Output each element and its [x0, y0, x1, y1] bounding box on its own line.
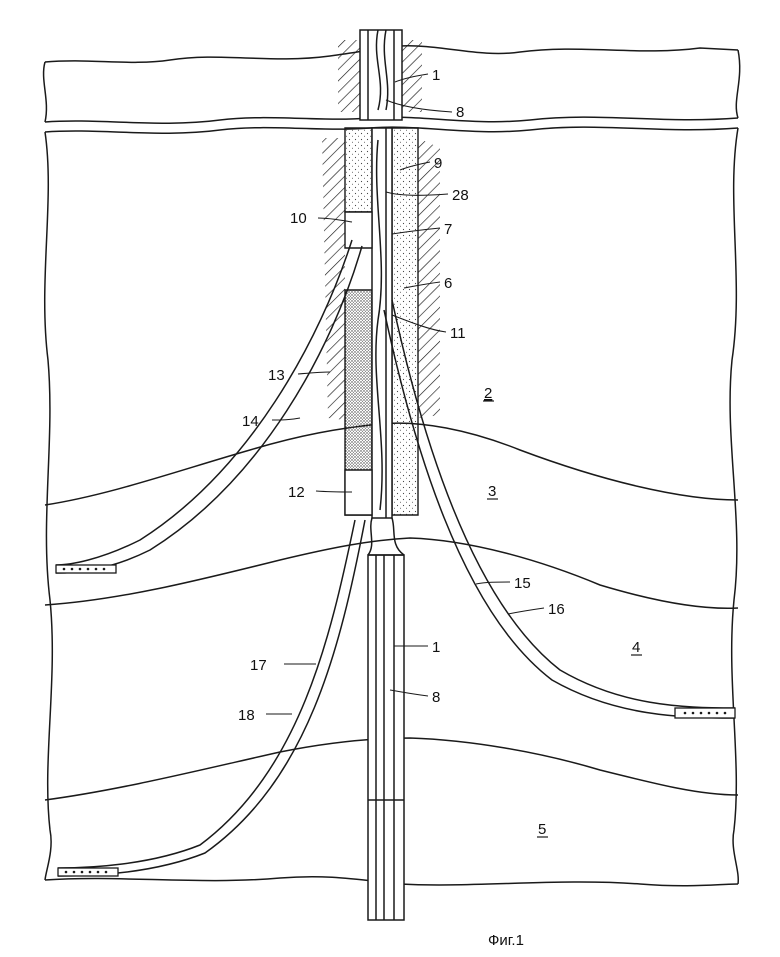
casing-middle	[371, 127, 393, 519]
label-6: 6	[444, 275, 452, 292]
label-18: 18	[238, 707, 255, 724]
cement-right	[391, 127, 419, 516]
label-inner-top: 8	[456, 104, 464, 121]
upper-wedge	[344, 211, 373, 249]
inner-wave-middle	[375, 139, 383, 511]
zone-5-label: 5	[538, 821, 546, 838]
rock-hatching	[322, 40, 440, 420]
layer-4-5-boundary	[44, 737, 739, 801]
label-10: 10	[290, 210, 307, 227]
branch-upper-left-outer	[55, 239, 353, 566]
casing-lower	[367, 554, 405, 921]
label-15: 15	[514, 575, 531, 592]
label-17: 17	[250, 657, 267, 674]
label-11: 11	[450, 325, 466, 342]
label-12: 12	[288, 484, 305, 501]
cement-left-upper	[344, 127, 373, 213]
label-28: 28	[452, 187, 469, 204]
branch-lower-left-outer	[57, 519, 356, 869]
zone-4-label: 4	[632, 639, 640, 656]
left-edge-upper	[42, 61, 48, 123]
label-13: 13	[268, 367, 285, 384]
earth-strata	[42, 45, 741, 887]
item-labels: 1 8 9 28 10 7 6 11 13 14 12 15 16 1 8 17…	[238, 67, 565, 724]
lower-wedge	[344, 469, 373, 516]
perforated-ends	[55, 564, 736, 877]
right-edge-lower	[729, 127, 739, 885]
inner-pipe-upper-wave	[375, 29, 382, 111]
branch-upper-left-inner	[55, 245, 363, 574]
zone-3-label: 3	[488, 483, 496, 500]
zone-labels: 2 3 4 5	[483, 385, 642, 838]
branch-right-inner	[383, 309, 736, 719]
zone-2-label: 2	[484, 385, 492, 402]
label-9: 9	[434, 155, 442, 172]
layer-3-4-boundary	[44, 537, 739, 610]
label-casing-top: 1	[432, 67, 440, 84]
label-16: 16	[548, 601, 565, 618]
label-casing-bottom: 1	[432, 639, 440, 656]
right-edge-upper	[735, 49, 741, 119]
label-7: 7	[444, 221, 452, 238]
figure-caption: Фиг.1	[488, 932, 524, 949]
leader-lines	[266, 73, 545, 715]
deflector-wedges	[344, 211, 373, 516]
branch-right-outer	[391, 299, 736, 709]
label-inner-bottom: 8	[432, 689, 440, 706]
left-edge-lower	[43, 131, 54, 881]
casing-upper	[359, 29, 403, 121]
main-casing	[359, 29, 405, 921]
label-14: 14	[242, 413, 259, 430]
